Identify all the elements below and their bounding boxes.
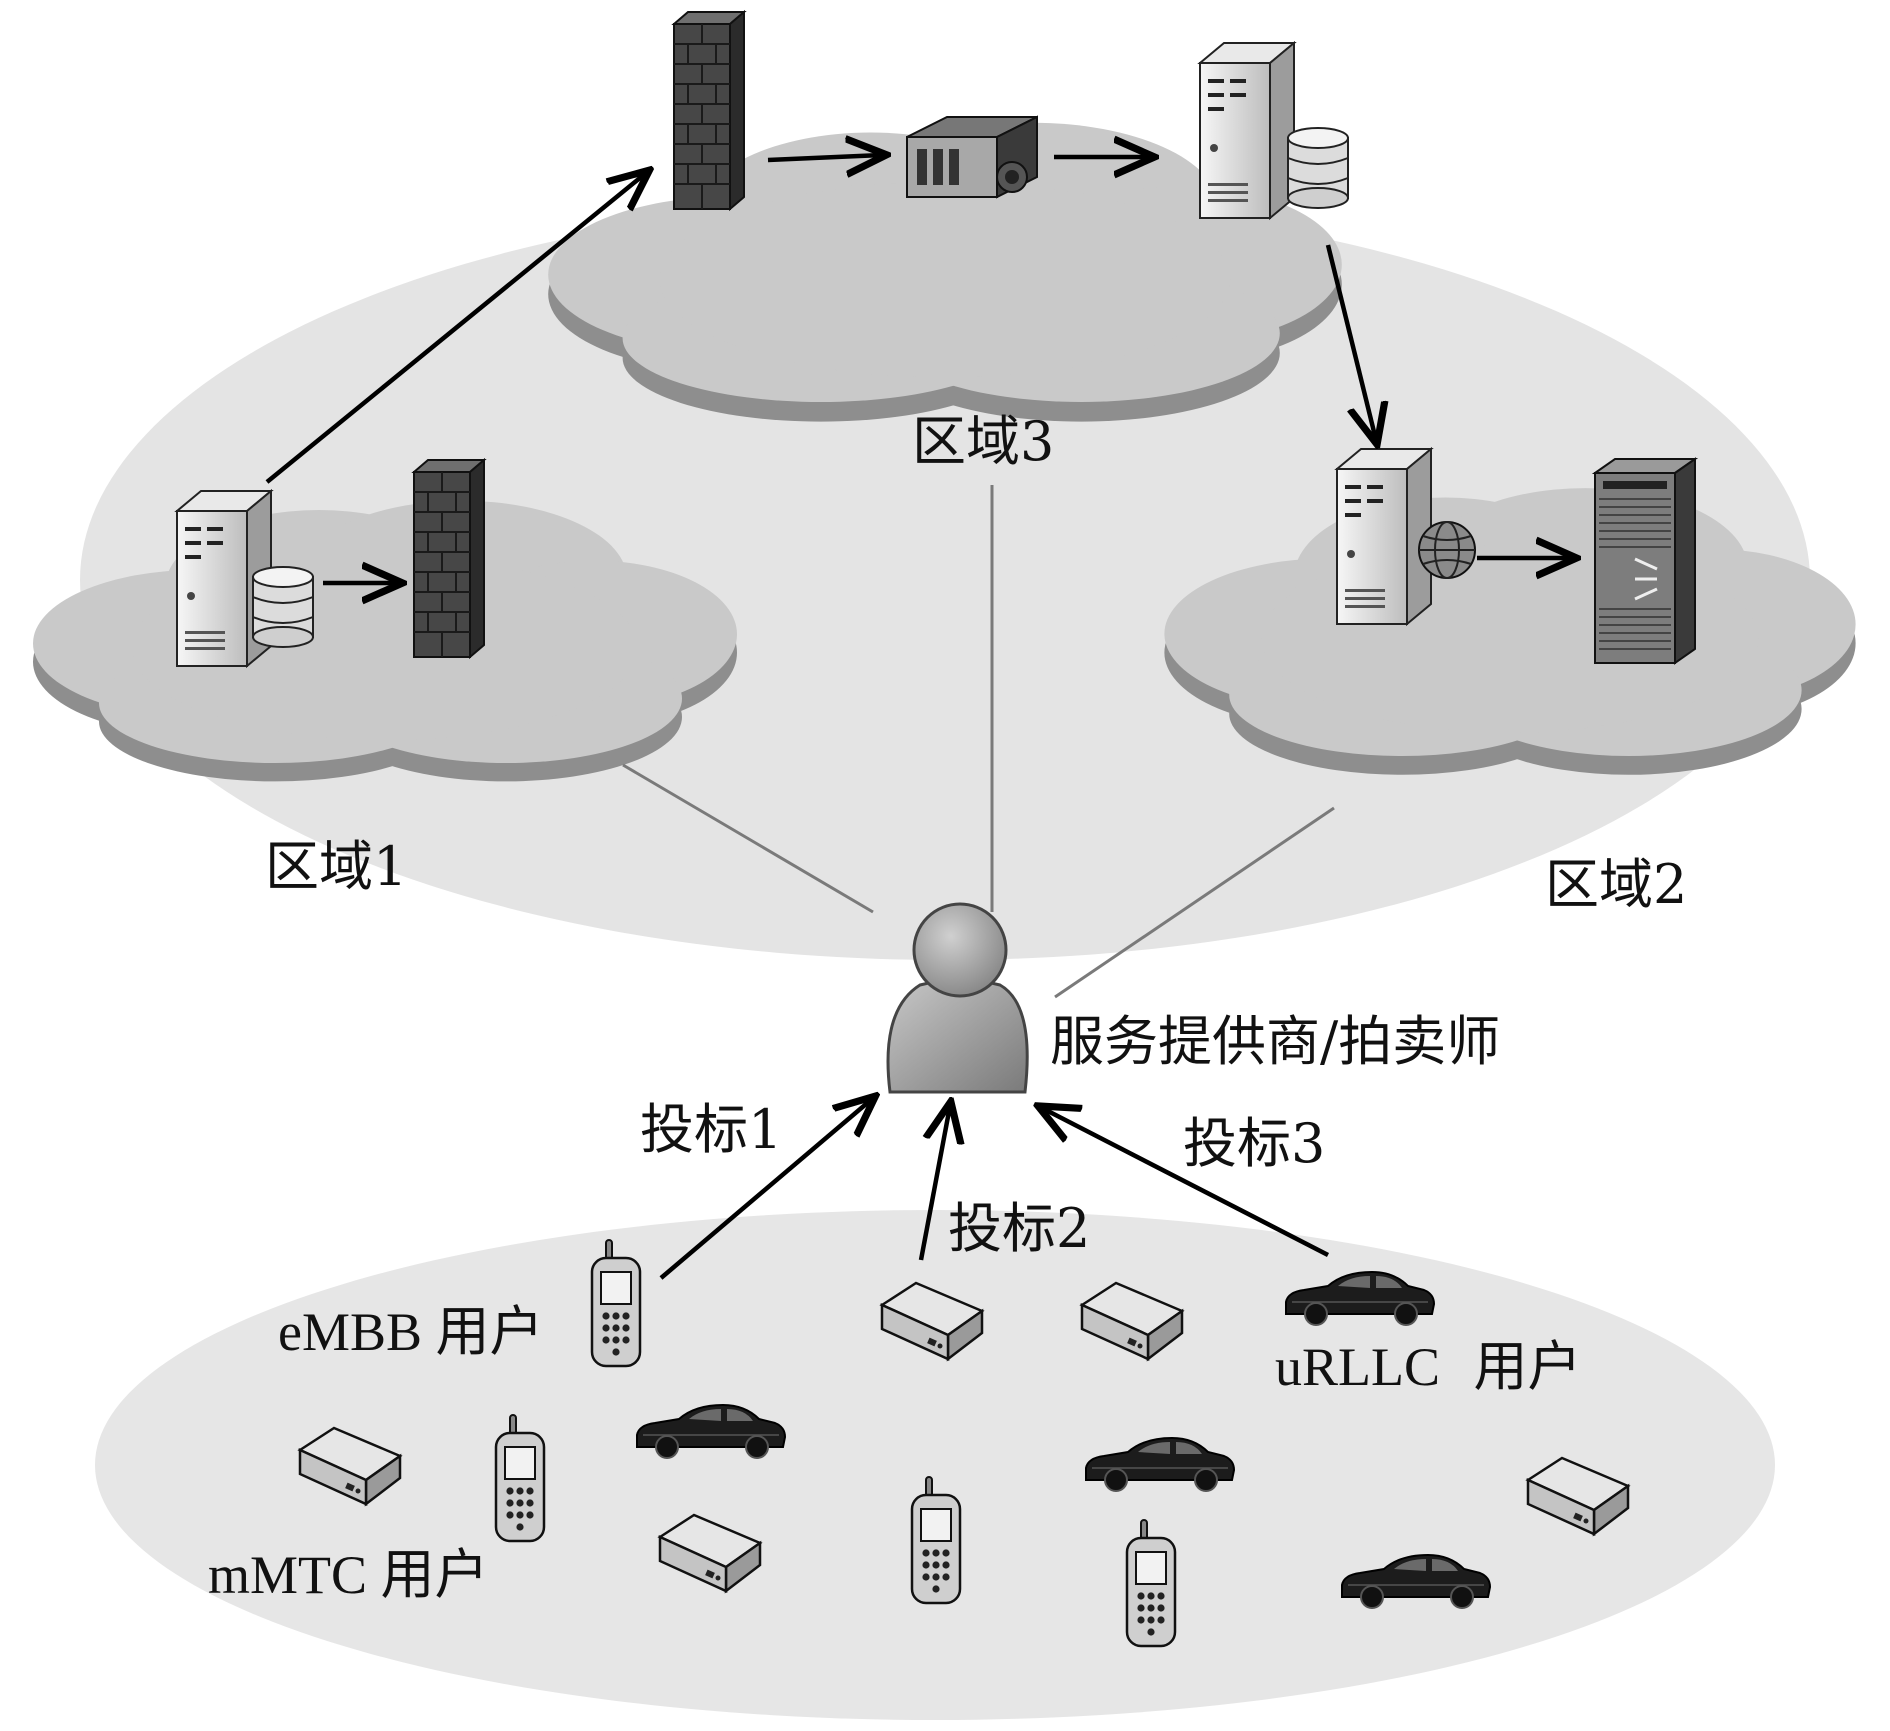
region2-label: 区域2 [1545,853,1688,916]
database-icon [1287,127,1349,209]
provider-label: 服务提供商/拍卖师 [1050,1010,1501,1073]
person-icon [886,902,1029,1094]
mmtc-users-label: mMTC 用户 [208,1545,489,1605]
region2-link-line [1054,806,1335,999]
server-icon [1199,42,1295,219]
arrow-region1-to-region3 [265,173,646,484]
region1-link-line [622,763,874,914]
firewall-icon [413,459,485,658]
mobile-phone-icon [494,1413,546,1543]
bid3-label: 投标3 [1183,1112,1326,1175]
mobile-phone-icon [910,1475,962,1605]
region1-label: 区域1 [265,835,408,898]
arrow-region3-to-region2 [1325,244,1376,440]
mobile-phone-icon [1125,1518,1177,1648]
firewall-icon [673,11,745,210]
arrow-bid2 [918,1106,950,1261]
storage-array-icon [1593,457,1697,665]
bid1-label: 投标1 [640,1098,783,1161]
server-icon [1336,448,1432,625]
globe-icon [1418,521,1476,579]
database-icon [252,566,314,648]
bid2-label: 投标2 [948,1197,1091,1260]
region3-label: 区域3 [912,410,1055,473]
arrow-firewall-to-router [767,155,882,160]
arrow-bid3 [1042,1108,1330,1258]
mobile-phone-icon [590,1238,642,1368]
arrow-bid1 [659,1099,872,1280]
urllc-users-label: uRLLC 用户 [1275,1337,1582,1397]
router-icon [906,116,1038,198]
embb-users-label: eMBB 用户 [278,1302,544,1362]
